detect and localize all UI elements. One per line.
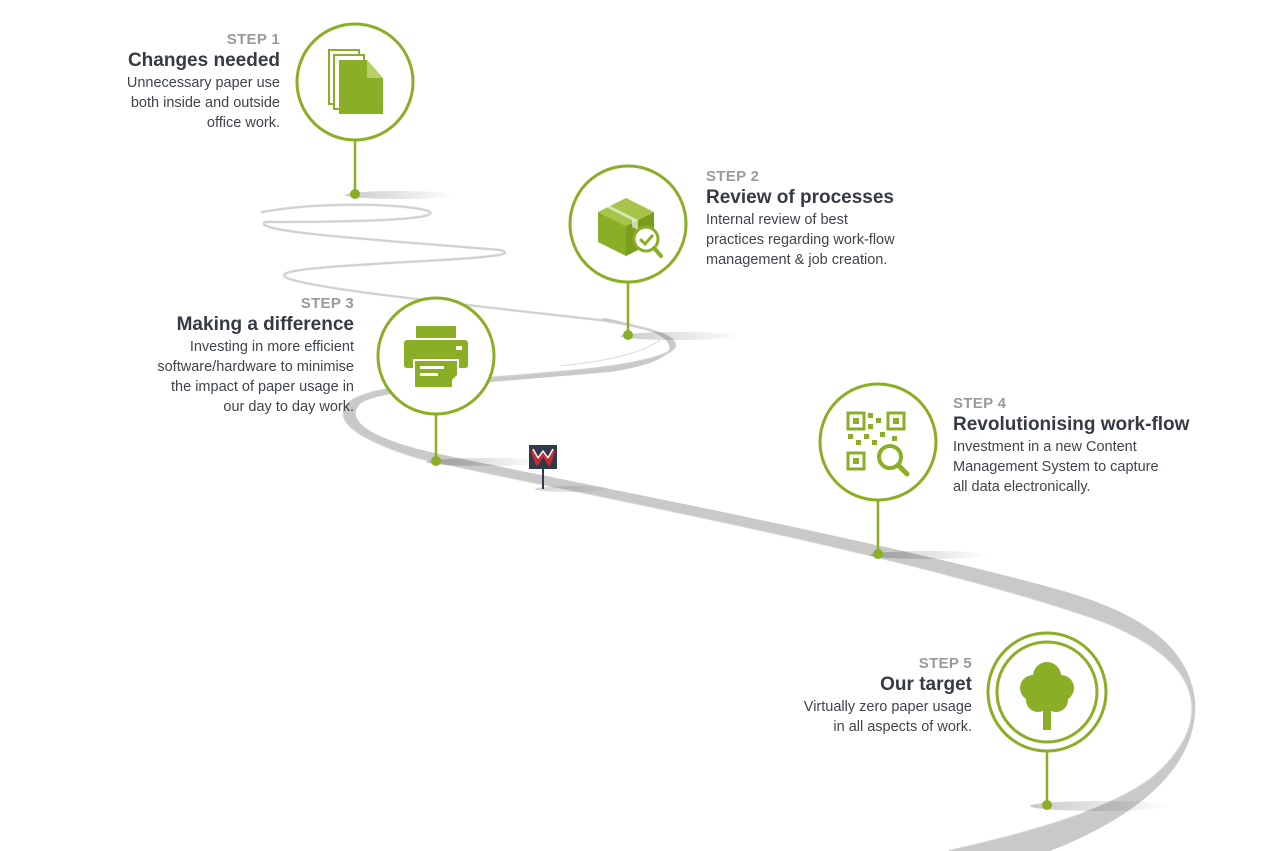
- step-5-desc-line: in all aspects of work.: [833, 719, 972, 735]
- document-stack-icon: [328, 49, 383, 114]
- step-4-title: Revolutionising work-flow: [953, 414, 1190, 435]
- printer-icon: [404, 326, 468, 389]
- box-inspect-icon: [598, 198, 663, 258]
- step-4-label: STEP 4: [953, 395, 1007, 412]
- step-5-title: Our target: [880, 674, 972, 695]
- step-1-desc-line: Unnecessary paper use: [126, 75, 280, 91]
- step-3-pin: [376, 296, 546, 466]
- step-2-label: STEP 2: [706, 168, 760, 185]
- step-4-desc-line: Management System to capture: [953, 459, 1159, 475]
- qr-search-icon: [846, 411, 910, 477]
- step-1-desc-line: office work.: [206, 115, 280, 131]
- step-2-desc-line: management & job creation.: [706, 252, 888, 268]
- tree-icon: [1020, 662, 1074, 730]
- step-2-title: Review of processes: [706, 187, 894, 208]
- company-flag-icon: [529, 445, 615, 492]
- step-2-desc-line: practices regarding work-flow: [706, 232, 895, 248]
- step-3-desc-line: the impact of paper usage in: [171, 379, 354, 395]
- step-4-desc-line: Investment in a new Content: [953, 439, 1137, 455]
- step-4-text: STEP 4 Revolutionising work-flow Investm…: [953, 395, 1243, 497]
- step-5-label: STEP 5: [918, 655, 972, 672]
- step-5-text: STEP 5 Our target Virtually zero paper u…: [752, 655, 972, 737]
- step-1-text: STEP 1 Changes needed Unnecessary paper …: [60, 31, 280, 133]
- step-1-title: Changes needed: [127, 50, 280, 71]
- step-2-desc-line: Internal review of best: [706, 212, 848, 228]
- step-3-desc-line: software/hardware to minimise: [157, 359, 354, 375]
- step-3-desc-line: our day to day work.: [223, 399, 354, 415]
- step-3-label: STEP 3: [300, 295, 354, 312]
- step-4-desc-line: all data electronically.: [953, 479, 1091, 495]
- winding-road: [260, 203, 1196, 851]
- step-3-desc-line: Investing in more efficient: [189, 339, 354, 355]
- step-2-text: STEP 2 Review of processes Internal revi…: [706, 168, 966, 270]
- step-1-label: STEP 1: [226, 31, 280, 48]
- step-5-desc-line: Virtually zero paper usage: [803, 699, 972, 715]
- step-1-desc-line: both inside and outside: [130, 95, 280, 111]
- step-3-title: Making a difference: [176, 314, 354, 335]
- step-3-text: STEP 3 Making a difference Investing in …: [100, 295, 354, 417]
